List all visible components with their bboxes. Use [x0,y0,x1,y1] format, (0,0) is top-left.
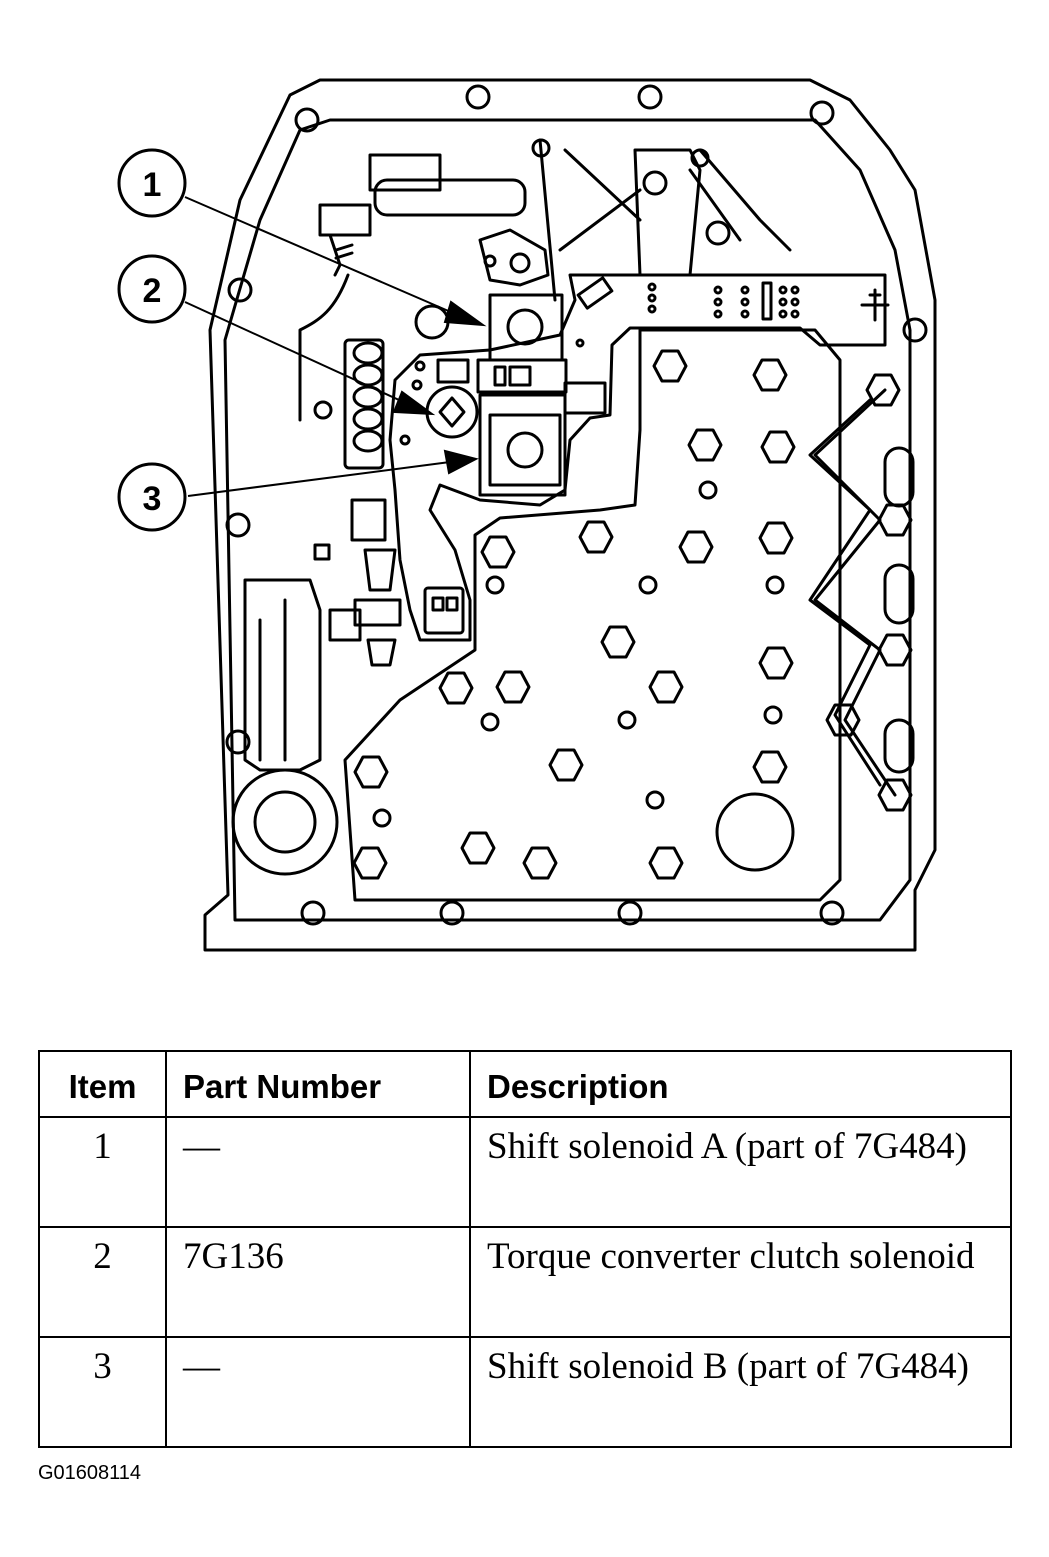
tcc-solenoid [425,385,479,439]
row-2-description: Torque converter clutch solenoid [469,1226,1012,1338]
row-3-item: 3 [38,1336,167,1448]
arrow-1-head [443,300,487,327]
shift-solenoid-a [488,293,564,362]
arrow-2-head [392,390,436,416]
header-description: Description [469,1050,1012,1118]
valve-body-diagram: 1 2 3 [117,78,937,952]
callout-arrows [184,196,487,497]
gasket-outline [223,118,912,922]
wiring-harness [388,273,887,642]
callout-3: 3 [117,462,187,532]
side-channel [813,388,897,797]
row-2-part-number: 7G136 [165,1226,471,1338]
row-3-part-number: — [165,1336,471,1448]
table-row: 3 — Shift solenoid B (part of 7G484) [38,1336,1012,1448]
row-2-item: 2 [38,1226,167,1338]
parts-table: Item Part Number Description 1 — Shift s… [38,1050,1012,1448]
header-part-number: Part Number [165,1050,471,1118]
table-row: 2 7G136 Torque converter clutch solenoid [38,1226,1012,1338]
callout-1: 1 [117,148,187,218]
table-header-row: Item Part Number Description [38,1050,1012,1118]
callout-3-label: 3 [143,480,162,518]
header-item: Item [38,1050,167,1118]
shift-solenoid-b [478,393,567,497]
row-1-part-number: — [165,1116,471,1228]
arrow-3-head [443,449,479,475]
row-3-description: Shift solenoid B (part of 7G484) [469,1336,1012,1448]
case-outline [203,78,937,952]
row-1-item: 1 [38,1116,167,1228]
table-row: 1 — Shift solenoid A (part of 7G484) [38,1116,1012,1228]
row-1-description: Shift solenoid A (part of 7G484) [469,1116,1012,1228]
callout-2: 2 [117,254,187,324]
callout-1-label: 1 [143,166,162,204]
callout-2-label: 2 [143,272,162,310]
figure-id: G01608114 [38,1462,142,1484]
valve-body-plate [343,328,842,902]
